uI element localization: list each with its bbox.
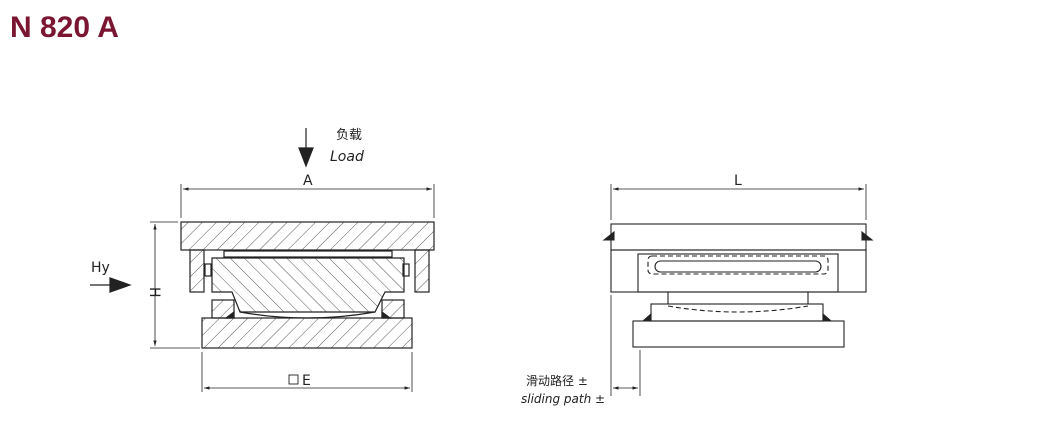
page-title: N 820 A <box>10 11 119 44</box>
hy-arrow <box>90 277 132 293</box>
side-inner-frame <box>637 253 839 293</box>
front-section-view <box>90 128 435 392</box>
slot <box>654 260 822 273</box>
load-label-en: Load <box>330 149 364 165</box>
top-plate-flange-left <box>189 249 205 293</box>
load-label-cn: 负载 <box>336 128 362 143</box>
hy-label: Hy <box>91 260 110 276</box>
spherical-cap <box>239 311 376 319</box>
sliding-label-cn: 滑动路径 ± <box>526 373 588 388</box>
piston-block <box>211 257 405 313</box>
pot-wall-right <box>381 299 405 319</box>
side-bottom-plate <box>632 320 845 348</box>
top-plate <box>180 221 435 251</box>
side-cap <box>667 305 809 313</box>
sliding-label-en: sliding path ± <box>521 392 605 406</box>
seal-left <box>204 263 212 277</box>
side-view <box>602 184 874 396</box>
side-lower-body <box>650 303 824 322</box>
side-top-plate <box>610 223 867 251</box>
dim-a-label: A <box>303 173 313 189</box>
top-plate-flange-right <box>414 249 430 293</box>
dim-l-label: L <box>734 173 742 189</box>
sliding-plate <box>223 250 393 258</box>
load-arrow <box>298 128 314 168</box>
slot-dashed <box>647 255 829 275</box>
square-symbol <box>288 374 299 385</box>
dim-e-label: E <box>302 373 311 389</box>
dim-h-label: H <box>146 287 162 298</box>
bottom-pot <box>201 317 413 349</box>
pot-wall-left <box>211 299 235 319</box>
